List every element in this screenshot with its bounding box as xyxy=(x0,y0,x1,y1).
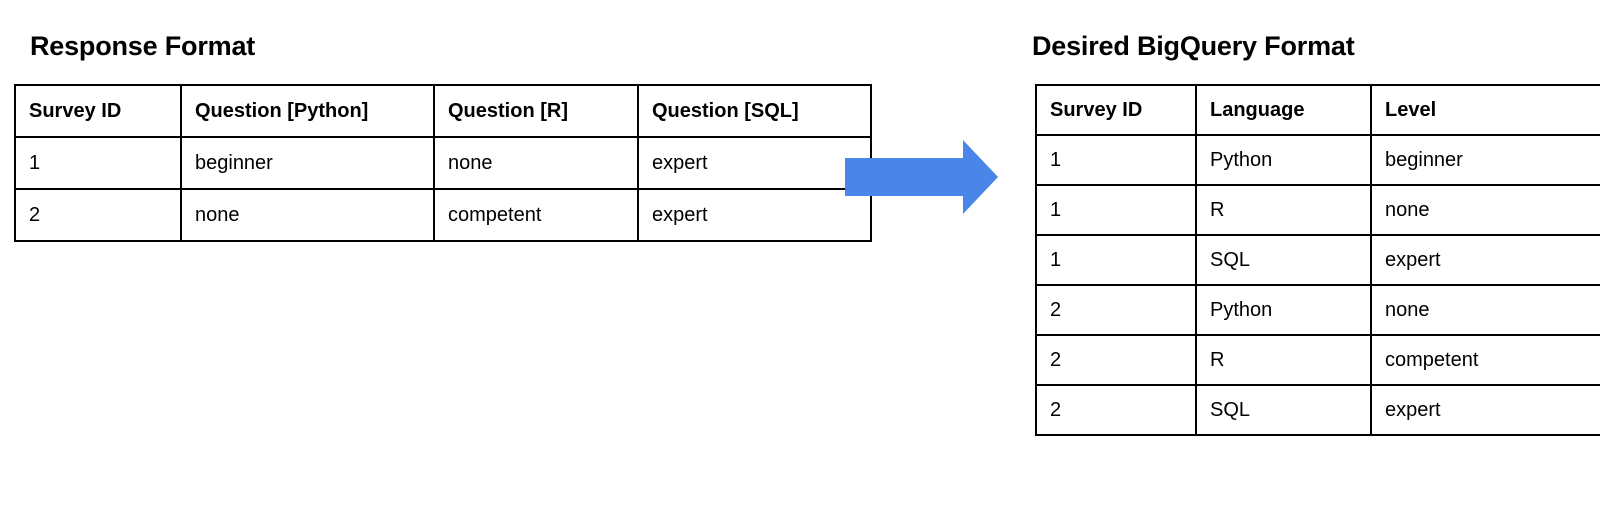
right-arrow-icon xyxy=(845,140,998,214)
table-cell: SQL xyxy=(1195,384,1372,436)
table-cell: competent xyxy=(433,188,639,242)
table-cell: none xyxy=(180,188,435,242)
table-cell: expert xyxy=(637,136,872,190)
table-cell: R xyxy=(1195,184,1372,236)
table-cell: Python xyxy=(1195,134,1372,186)
table-cell: Python xyxy=(1195,284,1372,336)
table-cell: 2 xyxy=(14,188,182,242)
table-cell: beginner xyxy=(1370,134,1600,186)
table-cell: expert xyxy=(637,188,872,242)
table-cell: 1 xyxy=(1035,134,1197,186)
table-cell: competent xyxy=(1370,334,1600,386)
column-header: Survey ID xyxy=(1035,84,1197,136)
column-header: Question [SQL] xyxy=(637,84,872,138)
column-header: Level xyxy=(1370,84,1600,136)
table-cell: none xyxy=(1370,284,1600,336)
table-cell: none xyxy=(433,136,639,190)
table-cell: expert xyxy=(1370,234,1600,286)
table-cell: beginner xyxy=(180,136,435,190)
desired-bigquery-format-title: Desired BigQuery Format xyxy=(1032,31,1355,61)
table-cell: expert xyxy=(1370,384,1600,436)
right-arrow-shape xyxy=(845,140,998,214)
table-cell: SQL xyxy=(1195,234,1372,286)
table-cell: 1 xyxy=(1035,184,1197,236)
column-header: Survey ID xyxy=(14,84,182,138)
table-cell: 2 xyxy=(1035,384,1197,436)
table-cell: 2 xyxy=(1035,334,1197,386)
column-header: Language xyxy=(1195,84,1372,136)
table-cell: R xyxy=(1195,334,1372,386)
table-cell: 1 xyxy=(14,136,182,190)
response-format-title: Response Format xyxy=(30,31,256,61)
column-header: Question [R] xyxy=(433,84,639,138)
column-header: Question [Python] xyxy=(180,84,435,138)
table-cell: 1 xyxy=(1035,234,1197,286)
table-cell: none xyxy=(1370,184,1600,236)
table-cell: 2 xyxy=(1035,284,1197,336)
